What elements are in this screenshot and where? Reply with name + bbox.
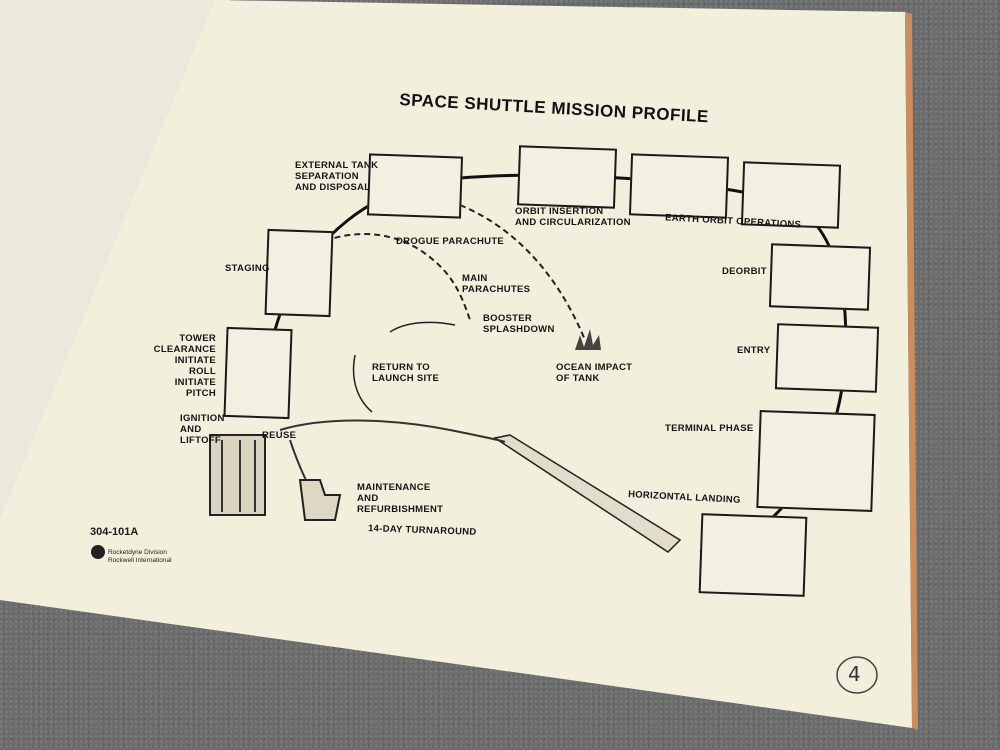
label-main-parachutes: MAIN PARACHUTES — [462, 273, 531, 295]
label-ignition: IGNITION AND LIFTOFF — [180, 413, 225, 446]
label-entry: ENTRY — [737, 345, 771, 356]
label-maintenance: MAINTENANCE AND REFURBISHMENT — [357, 482, 444, 515]
paper-edge — [905, 12, 918, 730]
label-booster-splashdown: BOOSTER SPLASHDOWN — [483, 313, 555, 335]
label-tower-clearance: TOWER CLEARANCE INITIATE ROLL INITIATE P… — [153, 333, 216, 399]
return-arrow — [389, 321, 456, 333]
label-external-tank: EXTERNAL TANK SEPARATION AND DISPOSAL — [295, 160, 379, 193]
page-number: 4 — [848, 662, 861, 686]
label-reuse: REUSE — [262, 430, 297, 441]
document-code: 304-101A — [90, 526, 139, 538]
page-number-circle — [836, 656, 878, 694]
label-staging: STAGING — [225, 263, 270, 274]
box-external-tank — [366, 153, 464, 219]
reuse-path — [279, 419, 506, 443]
label-orbit-insertion: ORBIT INSERTION AND CIRCULARIZATION — [515, 206, 631, 228]
runway — [493, 434, 682, 553]
rockwell-logo-icon — [91, 545, 105, 559]
label-terminal-phase: TERMINAL PHASE — [665, 423, 754, 434]
label-deorbit: DEORBIT — [722, 266, 767, 277]
refurbishment-building — [298, 479, 342, 521]
booster-trajectory — [289, 233, 471, 321]
box-terminal-phase — [756, 410, 876, 512]
box-tower-clearance — [223, 326, 293, 420]
company-division: Rocketdyne Division — [108, 549, 167, 556]
box-entry — [774, 323, 880, 393]
box-staging — [264, 228, 334, 318]
box-orbit-insertion — [516, 145, 618, 209]
launch-tower — [209, 434, 266, 516]
box-deorbit — [768, 243, 872, 311]
box-earth-orbit-1 — [628, 153, 730, 219]
label-return-to-launch-site: RETURN TO LAUNCH SITE — [372, 362, 440, 384]
return-arrow-down — [352, 354, 373, 413]
box-horizontal-landing — [698, 513, 808, 597]
ocean-impact-splash — [575, 329, 601, 350]
tank-trajectory — [459, 204, 586, 341]
label-ocean-impact: OCEAN IMPACT OF TANK — [556, 362, 633, 384]
label-drogue-parachute: DROGUE PARACHUTE — [396, 236, 505, 247]
company-name: Rockwell International — [108, 557, 172, 564]
